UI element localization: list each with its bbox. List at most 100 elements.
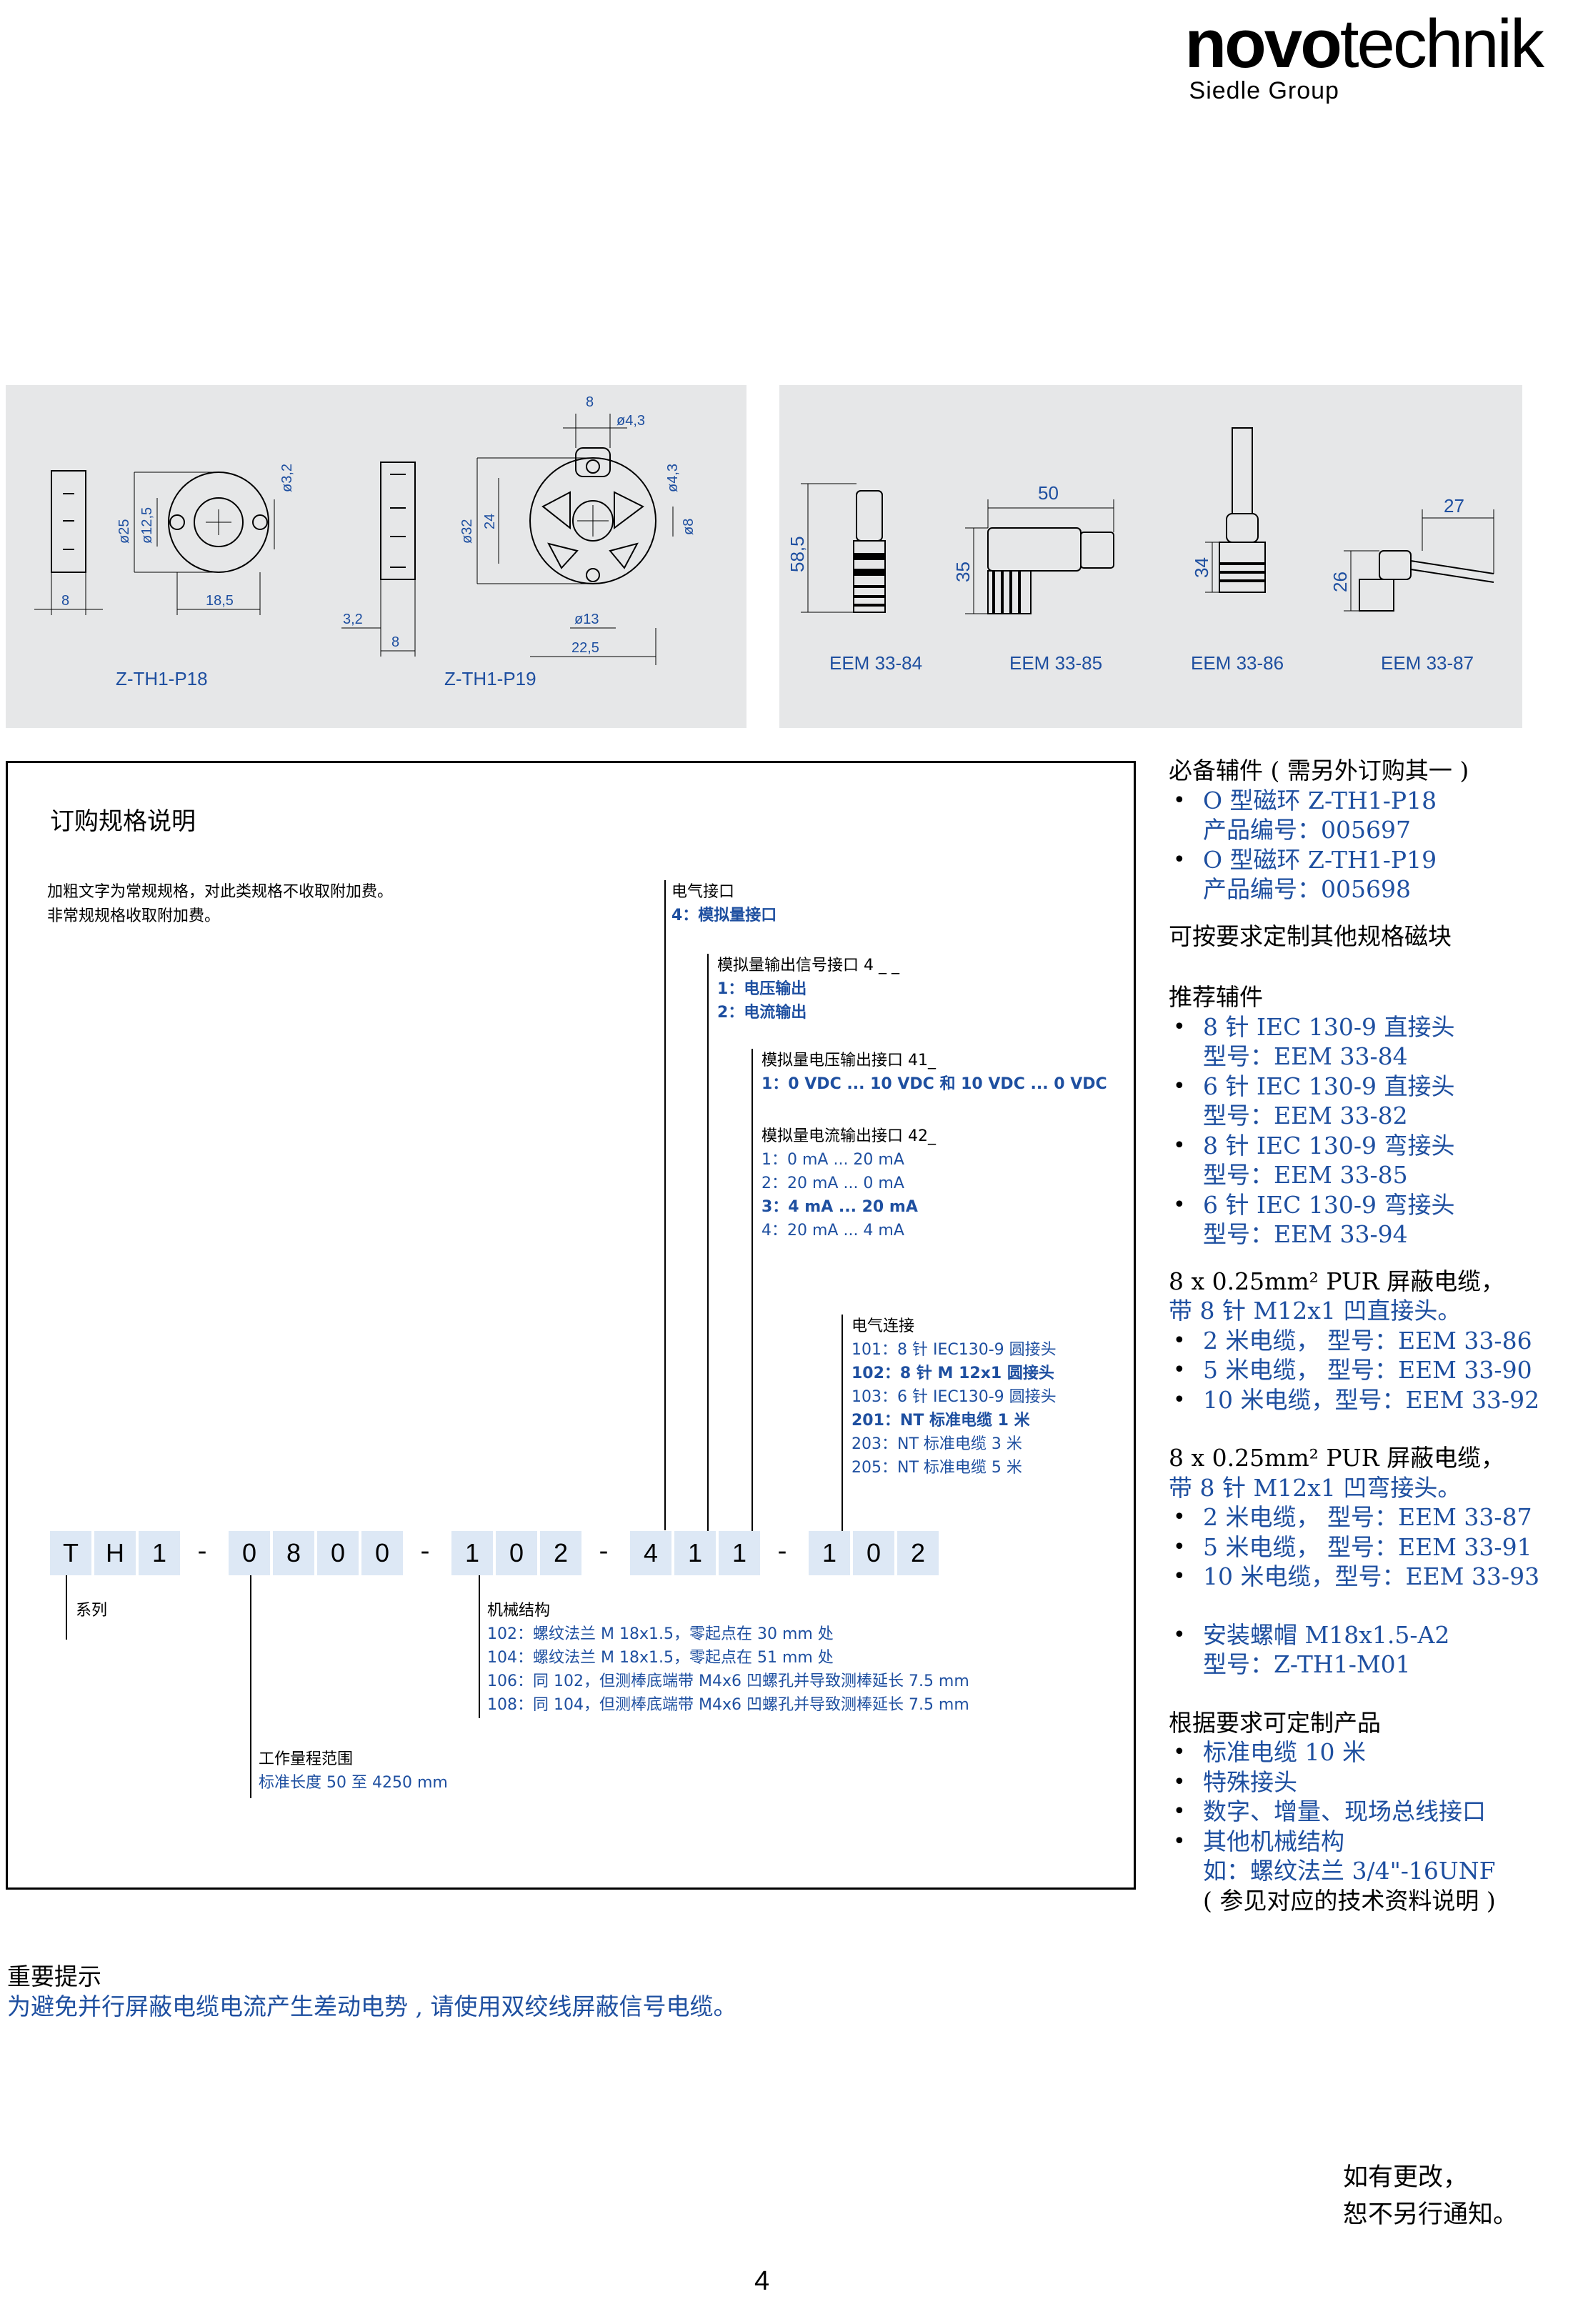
eem-33-85-body	[987, 527, 1082, 572]
important-heading: 重要提示	[7, 1963, 101, 1990]
caption-eem-33-84: EEM 33-84	[829, 652, 923, 674]
cable-straight-heading-2: 带 8 针 M12x1 凹直接头。	[1169, 1297, 1462, 1325]
important-text: 为避免并行屏蔽电缆电流产生差动电势 , 请使用双绞线屏蔽信号电缆。	[7, 1993, 737, 2020]
group-analog-output: 模拟量输出信号接口 4 _ _ 1：电压输出 2：电流输出	[717, 957, 899, 1022]
dim-label: 24	[482, 514, 498, 529]
dim-label: ø4,3	[616, 413, 645, 429]
code-char: 1	[719, 1531, 760, 1575]
dim-label: 3,2	[343, 612, 363, 627]
code-char: 2	[540, 1531, 581, 1575]
cable-straight-heading-1: 8 x 0.25mm² PUR 屏蔽电缆，	[1169, 1267, 1505, 1295]
novotechnik-logo: novotechnik Siedle Group	[1184, 6, 1544, 105]
p18-side-view	[51, 470, 86, 573]
dim-label: 26	[1329, 572, 1351, 592]
list-item: 10 米电缆，型号：EEM 33-92	[1169, 1385, 1583, 1415]
eem-33-84-body	[856, 490, 883, 542]
eem-33-87-body	[1379, 550, 1412, 580]
note-surcharge: 非常规规格收取附加费。	[47, 907, 221, 925]
list-item: 标准电缆 10 米	[1169, 1737, 1583, 1767]
group-series: 系列	[76, 1602, 108, 1620]
dim-label: 58,5	[786, 536, 808, 572]
magnet-drawings: 8 ø4,3 ø3,2 ø4,3 ø25 ø12,5 ø32 24 ø8 8 1…	[34, 394, 696, 665]
dim-label: 8	[61, 593, 69, 609]
code-dash: -	[599, 1537, 609, 1566]
ordering-specification-box	[6, 761, 1136, 1890]
code-dash: -	[777, 1537, 787, 1566]
group-current-output: 模拟量电流输出接口 42_ 1：0 mA ... 20 mA 2：20 mA .…	[761, 1127, 936, 1240]
code-dash: -	[197, 1537, 207, 1566]
eem-33-86-cable	[1232, 427, 1253, 514]
dim-label: 8	[391, 634, 399, 650]
group-electrical-interface: 电气接口 4：模拟量接口	[671, 883, 777, 924]
custom-products-heading: 根据要求可定制产品	[1169, 1708, 1381, 1737]
custom-reference-note: ( 参见对应的技术资料说明 )	[1203, 1886, 1496, 1915]
change-notice: 如有更改， 恕不另行通知。	[1343, 2163, 1519, 2229]
list-item: 10 米电缆，型号：EEM 33-93	[1169, 1562, 1583, 1592]
required-accessories-heading: 必备辅件 ( 需另外订购其一 )	[1169, 757, 1469, 784]
magnet-drawing-panel: 8 ø4,3 ø3,2 ø4,3 ø25 ø12,5 ø32 24 ø8 8 1…	[6, 385, 746, 728]
code-char: 0	[496, 1531, 537, 1575]
cable-angled-list: 2 米电缆， 型号：EEM 33-87 5 米电缆， 型号：EEM 33-91 …	[1169, 1502, 1583, 1592]
list-item: 数字、增量、现场总线接口	[1169, 1797, 1583, 1827]
logo-wordmark: novotechnik	[1184, 6, 1544, 82]
custom-example: 如：螺纹法兰 3/4"-16UNF	[1203, 1857, 1496, 1885]
dim-label: ø8	[681, 519, 696, 535]
list-item: 2 米电缆， 型号：EEM 33-87	[1169, 1502, 1583, 1532]
list-item: 其他机械结构	[1169, 1827, 1583, 1857]
code-char: T	[50, 1531, 91, 1575]
page-number: 4	[754, 2266, 770, 2296]
code-char: 1	[451, 1531, 493, 1575]
dim-label: ø3,2	[279, 464, 295, 492]
dim-label: 35	[952, 562, 974, 582]
cable-angled-heading-2: 带 8 针 M12x1 凹弯接头。	[1169, 1473, 1462, 1502]
ordering-title: 订购规格说明	[50, 807, 196, 836]
p19-side-view	[380, 462, 416, 580]
dim-label: 27	[1444, 495, 1464, 517]
dim-label: ø12,5	[139, 507, 155, 544]
code-char: 1	[674, 1531, 716, 1575]
caption-z-th1-p18: Z-TH1-P18	[116, 668, 208, 689]
connector-drawings: 50 27 58,5 35 34 26	[786, 427, 1494, 614]
code-char: 0	[229, 1531, 270, 1575]
dim-label: 8	[586, 394, 594, 410]
dim-label: 50	[1038, 482, 1059, 504]
ordering-note: 加粗文字为常规规格，对此类规格不收取附加费。 非常规规格收取附加费。	[47, 880, 393, 929]
list-item: 5 米电缆， 型号：EEM 33-91	[1169, 1532, 1583, 1562]
group-mechanical: 机械结构 102：螺纹法兰 M 18x1.5，零起点在 30 mm 处 104：…	[487, 1602, 969, 1714]
dim-label: ø13	[574, 612, 599, 627]
dim-label: ø4,3	[665, 464, 681, 492]
code-char: 8	[273, 1531, 314, 1575]
cable-straight-list: 2 米电缆， 型号：EEM 33-86 5 米电缆， 型号：EEM 33-90 …	[1169, 1326, 1583, 1415]
custom-products-list: 标准电缆 10 米 特殊接头 数字、增量、现场总线接口 其他机械结构	[1169, 1737, 1583, 1856]
caption-eem-33-87: EEM 33-87	[1381, 652, 1474, 674]
group-electrical-connection: 电气连接 101：8 针 IEC130-9 圆接头 102：8 针 M 12x1…	[852, 1317, 1057, 1477]
connector-drawing-panel: 50 27 58,5 35 34 26 EEM 33-84 EEM 33-85 …	[779, 385, 1522, 728]
code-char: H	[94, 1531, 136, 1575]
custom-magnet-note: 可按要求定制其他规格磁块	[1169, 922, 1452, 950]
caption-z-th1-p19: Z-TH1-P19	[444, 668, 536, 689]
list-item: 特殊接头	[1169, 1767, 1583, 1797]
code-char: 2	[897, 1531, 939, 1575]
code-char: 0	[853, 1531, 894, 1575]
code-char: 0	[317, 1531, 359, 1575]
dim-label: 34	[1191, 557, 1212, 578]
dim-label: 22,5	[571, 640, 599, 656]
code-char: 0	[361, 1531, 403, 1575]
code-char: 1	[809, 1531, 850, 1575]
dim-label: ø25	[116, 519, 132, 544]
list-item: 5 米电缆， 型号：EEM 33-90	[1169, 1355, 1583, 1385]
code-dash: -	[420, 1537, 430, 1566]
recommended-accessories-heading: 推荐辅件	[1169, 983, 1263, 1011]
logo-group: Siedle Group	[1189, 77, 1339, 104]
caption-eem-33-85: EEM 33-85	[1009, 652, 1103, 674]
